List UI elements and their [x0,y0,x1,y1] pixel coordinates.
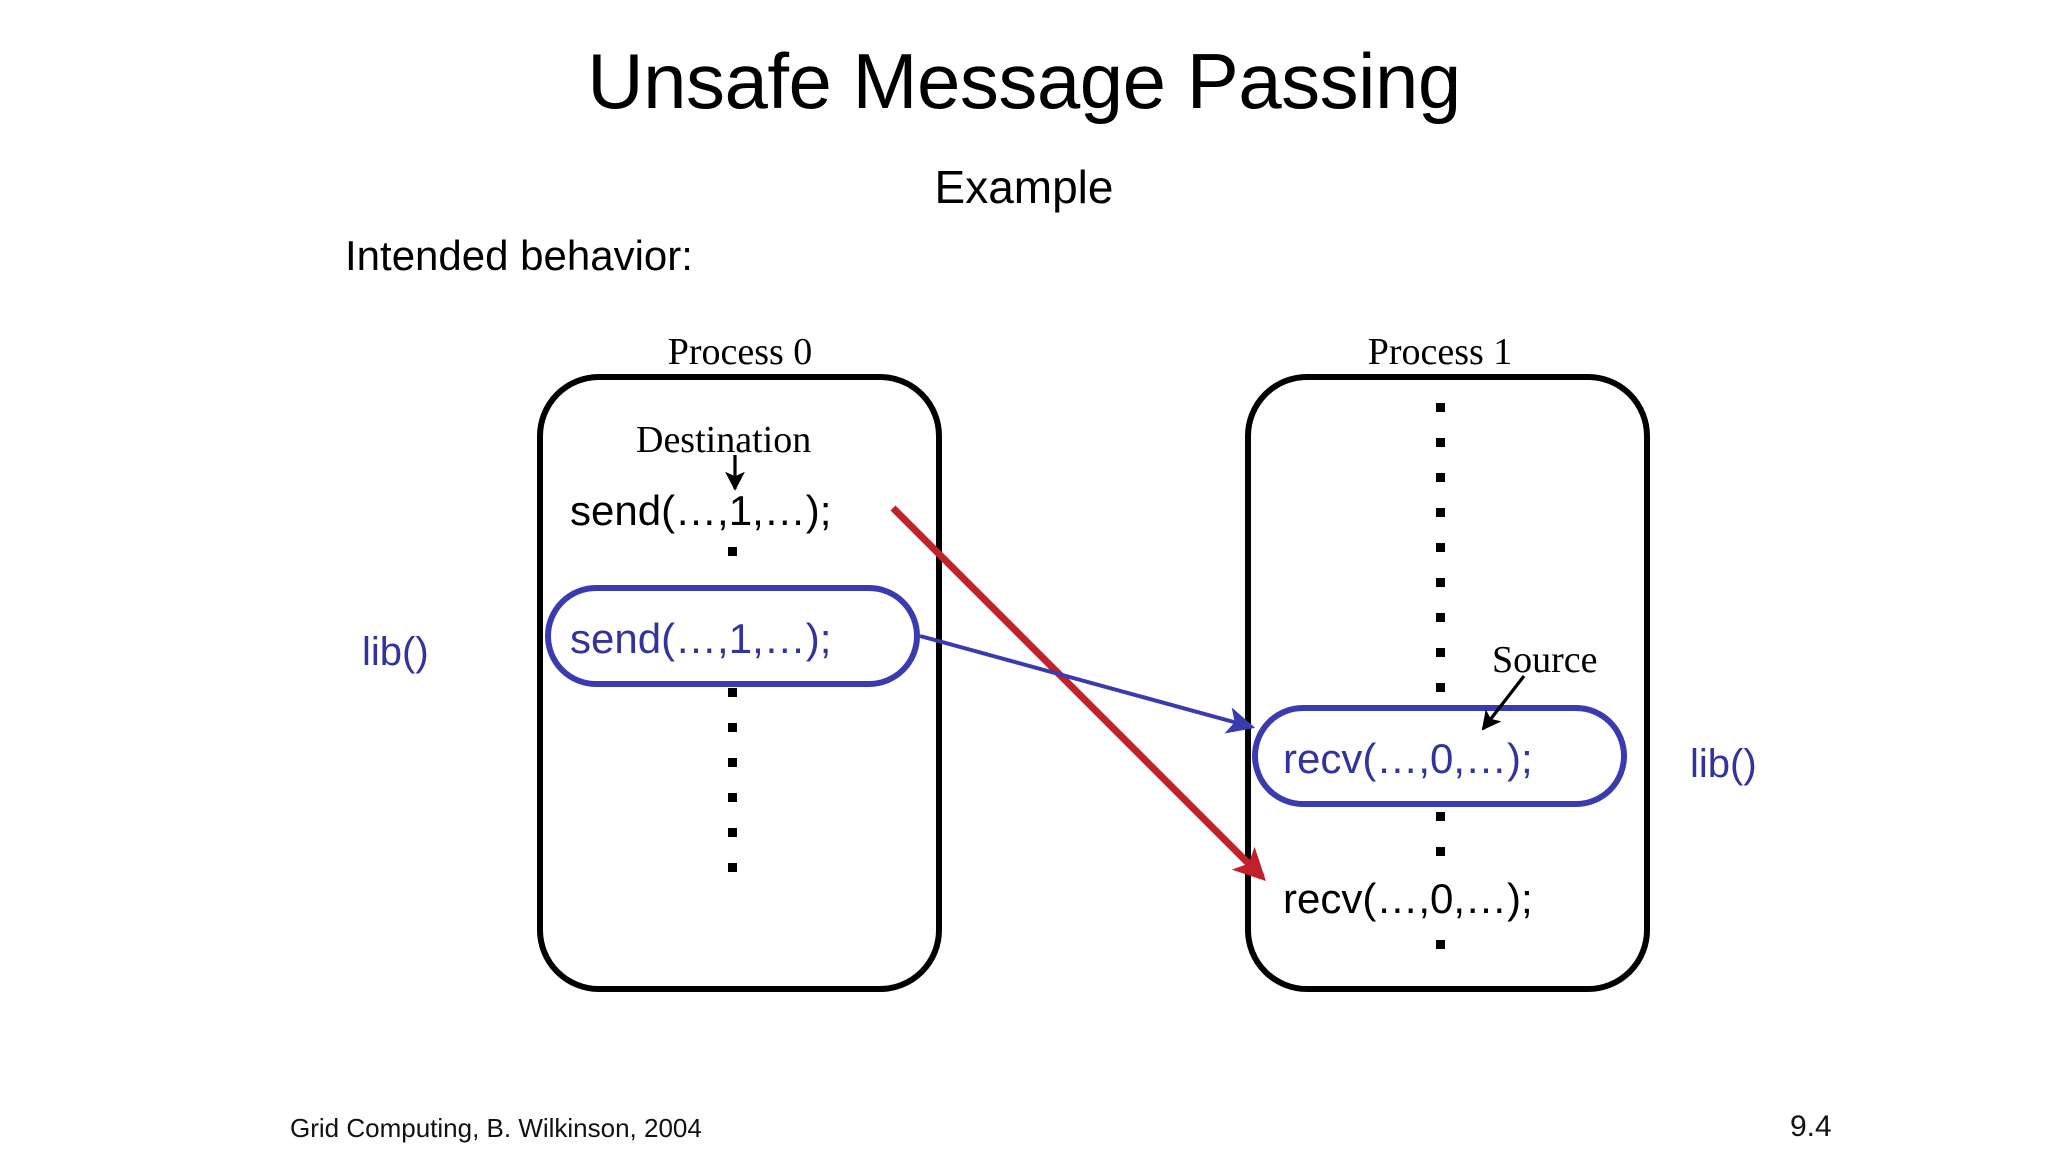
dot [728,688,737,697]
dot [728,547,737,556]
process-1-statement-1: recv(…,0,…); [1283,735,1533,782]
dot [728,828,737,837]
dot [1436,940,1445,949]
dot [1436,683,1445,692]
process-1-statement-2: recv(…,0,…); [1283,875,1533,922]
footer-page-number: 9.4 [1790,1110,1832,1143]
footer-credit: Grid Computing, B. Wilkinson, 2004 [290,1113,702,1143]
process-1-dots-upper [1436,403,1445,692]
dot [1436,847,1445,856]
dot [1436,473,1445,482]
source-annotation-label: Source [1492,639,1598,681]
dot [1436,508,1445,517]
process-0-statement-2: send(…,1,…); [570,615,832,662]
process-0-statement-1: send(…,1,…); [570,487,832,534]
dot [1436,438,1445,447]
process-1-dots-middle [1436,812,1445,856]
unsafe-message-arrow [890,505,1266,881]
dot [1436,648,1445,657]
dot [1436,613,1445,622]
process-0-caption: Process 0 [667,331,813,373]
dot [728,793,737,802]
dot [1436,578,1445,587]
dot [728,863,737,872]
dot [1436,403,1445,412]
dot [1436,812,1445,821]
intended-behavior-label: Intended behavior: [345,232,693,279]
process-0-dots-lower [728,688,737,872]
slide-subtitle: Example [934,161,1114,213]
library-message-arrow [919,634,1256,734]
process-1-lib-label: lib() [1690,742,1757,786]
process-0-lib-label: lib() [362,630,429,674]
dot [728,723,737,732]
process-0-dots-upper [728,547,737,556]
dot [728,758,737,767]
slide-title: Unsafe Message Passing [587,37,1461,125]
destination-annotation-label: Destination [636,419,812,461]
process-1-caption: Process 1 [1367,331,1513,373]
process-1-dots-lower [1436,940,1445,949]
dot [1436,543,1445,552]
